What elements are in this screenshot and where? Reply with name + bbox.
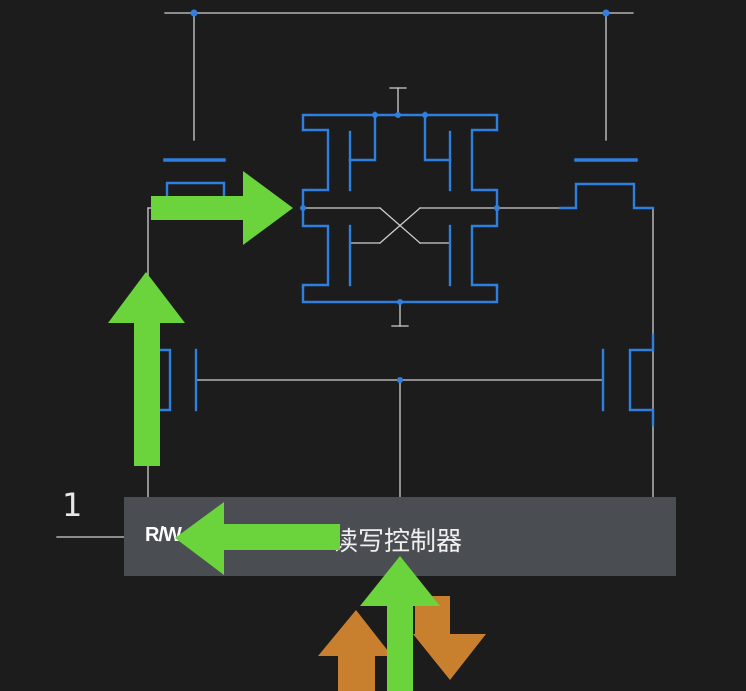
orange-up-arrow <box>318 610 392 691</box>
junction-dots <box>190 9 610 383</box>
controller-name: 读写控制器 <box>332 527 463 557</box>
orange-down-arrow <box>413 596 486 680</box>
green-up-arrow-bus <box>360 556 440 691</box>
green-right-arrow-latch <box>151 171 293 245</box>
input-label: 1 <box>62 486 83 524</box>
rw-label: R/W <box>145 524 182 546</box>
green-left-arrow-rw <box>175 502 340 575</box>
green-up-arrow-bitline <box>108 272 185 466</box>
